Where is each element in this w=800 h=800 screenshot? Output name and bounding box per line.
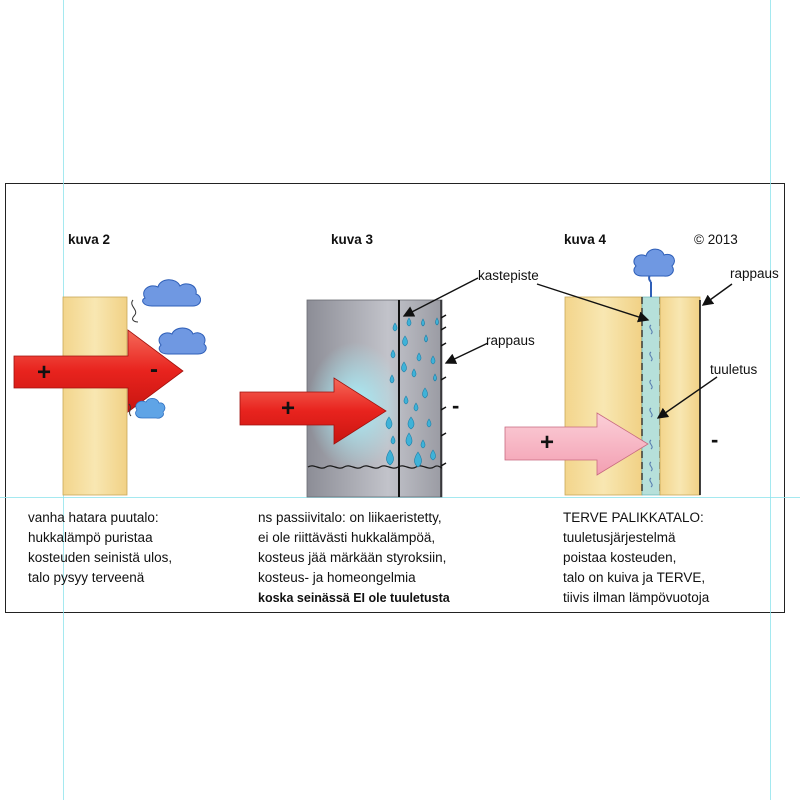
panel-2-label-dewpoint: kastepiste [478,268,539,283]
caption-line: talo on kuiva ja TERVE, [563,570,706,585]
panel-2-minus-sign: - [452,393,460,418]
caption-line: kosteus- ja homeongelmia [258,570,416,585]
caption-line: tiivis ilman lämpövuotoja [563,590,710,605]
caption-line: kosteuden seinistä ulos, [28,550,173,565]
caption-line: ei ole riittävästi hukkalämpöä, [258,530,436,545]
panel-3-vapour-cloud [633,248,675,297]
panel-2-droplets [385,317,439,468]
caption-line: TERVE PALIKKATALO: [563,510,704,525]
panel-2-label-render: rappaus [486,333,535,348]
panel-2-pointer-lines [402,277,489,364]
panel-3-heat-arrow [504,412,649,476]
panel-2-render-ticks [440,314,447,467]
panel-3-pointer-lines [536,283,733,419]
caption-line: kosteus jää märkään styroksiin, [258,550,447,565]
panel-1-heat-arrow [13,329,184,413]
panel-1-plus-sign: + [37,359,52,386]
panel-3-plus-sign: + [540,429,555,456]
panel-1-vapour-clouds [128,279,207,419]
panel-3-wall [564,296,701,496]
caption-line: vanha hatara puutalo: [28,510,159,525]
panel-3-title: kuva 4 [564,232,607,247]
panel-1-caption: vanha hatara puutalo: hukkalämpö purista… [28,508,172,588]
panel-3-caption: TERVE PALIKKATALO: tuuletusjärjestelmä p… [563,508,709,608]
panel-2-plus-sign: + [281,395,296,422]
caption-line-bold: koska seinässä EI ole tuuletusta [258,591,450,605]
caption-line: hukkalämpö puristaa [28,530,153,545]
caption-line: talo pysyy terveenä [28,570,145,585]
panel-1-title: kuva 2 [68,232,111,247]
panel-1-minus-sign: - [150,356,158,383]
guide-line-horizontal [0,497,800,498]
caption-line: ns passiivitalo: on liikaeristetty, [258,510,442,525]
copyright-label: © 2013 [694,232,738,247]
caption-line: tuuletusjärjestelmä [563,530,676,545]
panel-3-label-render: rappaus [730,266,779,281]
panel-2-heat-arrow [239,377,387,445]
panel-3-label-ventilation: tuuletus [710,362,758,377]
guide-line-vertical [770,0,771,800]
caption-line: poistaa kosteuden, [563,550,677,565]
panel-2-title: kuva 3 [331,232,374,247]
panel-2-caption: ns passiivitalo: on liikaeristetty, ei o… [258,508,450,608]
panel-3-minus-sign: - [711,427,719,452]
panel-3-vent-squiggles [649,324,653,488]
panel-1-wall [62,296,128,496]
